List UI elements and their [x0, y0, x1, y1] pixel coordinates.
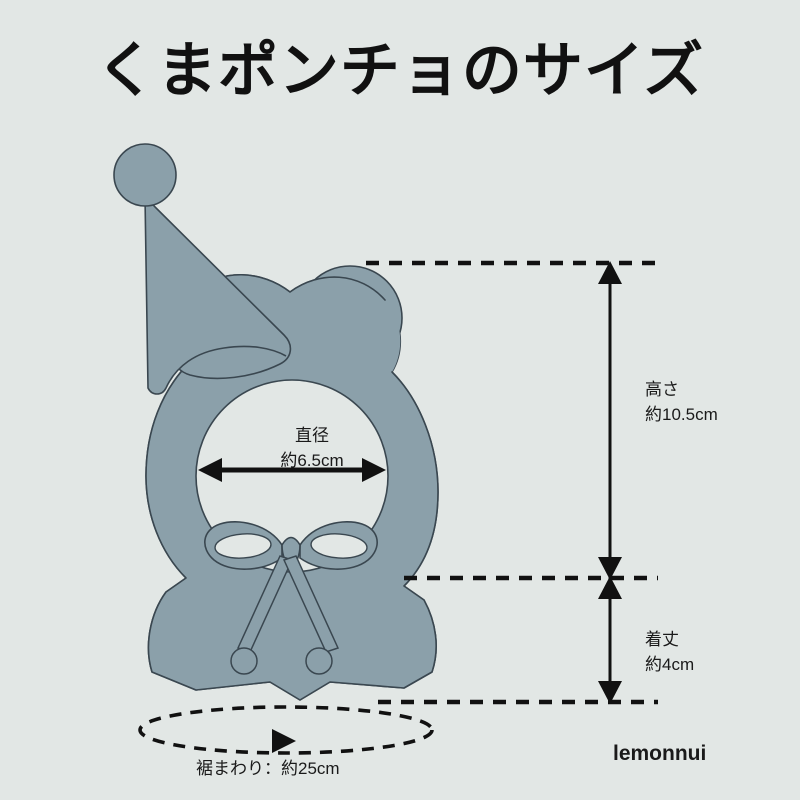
- height-dimension-label: 高さ 約10.5cm: [645, 378, 718, 427]
- diameter-label-name: 直径: [295, 426, 329, 445]
- arrow-down-middle-upper: [598, 557, 622, 580]
- page-title: くまポンチョのサイズ: [95, 37, 705, 104]
- length-dimension-label: 着丈 約4cm: [645, 628, 694, 677]
- arrow-left-diameter: [198, 458, 222, 482]
- hem-circumference-ellipse: [138, 705, 434, 755]
- height-label-name: 高さ: [645, 380, 679, 399]
- arrow-right-diameter: [362, 458, 386, 482]
- arrow-down-bottom: [598, 681, 622, 704]
- bow-loop-left-hole: [214, 533, 272, 559]
- arrow-up-middle-lower: [598, 576, 622, 599]
- diameter-dimension-label: 直径 約6.5cm: [252, 424, 372, 473]
- bear-poncho-illustration: [113, 143, 439, 701]
- length-label-value: 約4cm: [645, 654, 695, 674]
- bow-loop-right-hole: [310, 533, 368, 559]
- brand-logo: lemonnui: [613, 742, 707, 765]
- hem-dimension-label: 裾まわり：約25cm: [196, 759, 340, 778]
- length-label-name: 着丈: [645, 630, 679, 649]
- pom-pom: [113, 143, 177, 207]
- drawstring-left-bead: [230, 647, 258, 675]
- dimension-lines: [138, 260, 658, 755]
- diameter-label-value: 約6.5cm: [280, 450, 344, 470]
- party-hat-brim: [144, 196, 287, 395]
- arrow-hem-direction: [272, 729, 296, 753]
- height-label-value: 約10.5cm: [645, 404, 718, 424]
- arrow-up-top: [598, 261, 622, 284]
- drawstring-right-bead: [305, 647, 333, 675]
